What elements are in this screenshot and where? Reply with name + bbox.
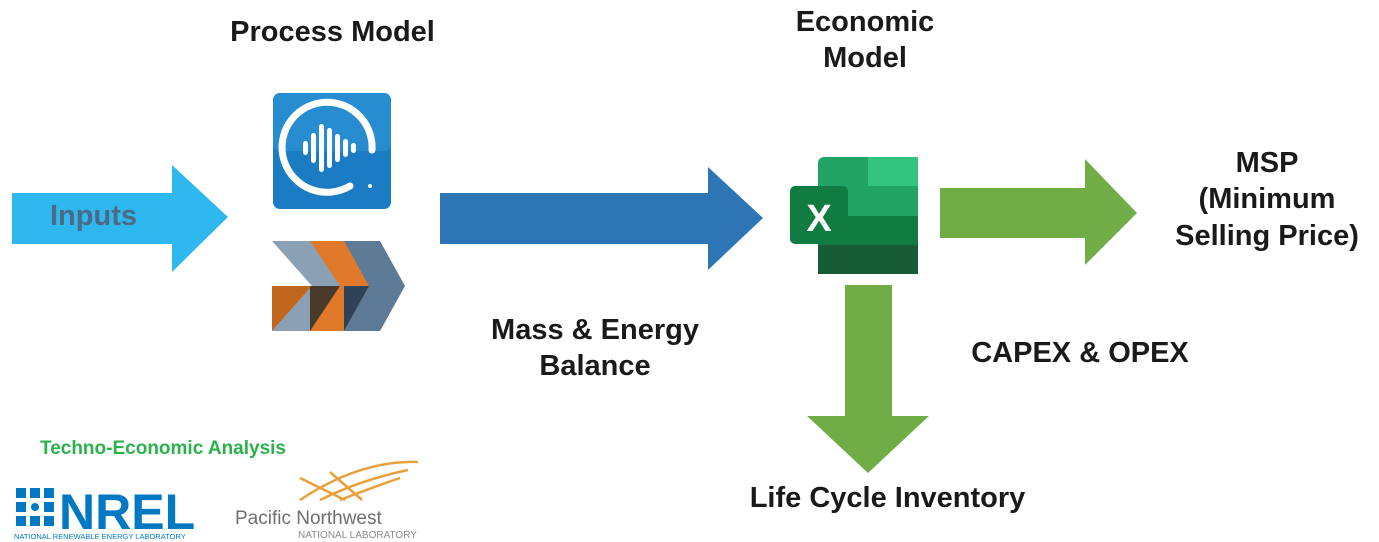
pnnl-subtitle: NATIONAL LABORATORY xyxy=(298,530,417,541)
msp-line1: MSP xyxy=(1235,147,1299,179)
msp-line2: (Minimum xyxy=(1198,183,1336,216)
msp-line3: Selling Price) xyxy=(1175,219,1359,252)
excel-icon xyxy=(790,157,918,274)
pnnl-name: Pacific Northwest xyxy=(235,508,382,529)
pnnl-logo xyxy=(299,460,419,502)
economic-model-title: Economic Model xyxy=(745,4,985,77)
mass-energy-balance-label: Mass & Energy Balance xyxy=(455,312,735,385)
nrel-logo xyxy=(16,488,54,526)
economic-model-line2: Model xyxy=(823,42,907,75)
life-cycle-arrow xyxy=(807,285,929,473)
mass-energy-arrow xyxy=(440,167,763,270)
tea-label: Techno-Economic Analysis xyxy=(40,438,286,459)
mass-energy-line2: Balance xyxy=(539,350,651,383)
inputs-arrow xyxy=(12,165,228,272)
life-cycle-inventory-label: Life Cycle Inventory xyxy=(749,482,1026,514)
process-model-title: Process Model xyxy=(230,16,435,48)
economic-model-line1: Economic xyxy=(795,6,935,38)
mass-energy-line1: Mass & Energy xyxy=(491,314,699,346)
nrel-word: NREL xyxy=(59,484,195,540)
inputs-label: Inputs xyxy=(50,200,137,232)
msp-arrow xyxy=(940,159,1137,265)
chevron-logo-icon xyxy=(272,241,405,331)
aspen-plus-icon xyxy=(273,93,391,209)
nrel-subtitle: NATIONAL RENEWABLE ENERGY LABORATORY xyxy=(14,532,186,541)
capex-opex-label: CAPEX & OPEX xyxy=(971,337,1189,369)
excel-letter: X xyxy=(806,198,832,240)
msp-label: MSP (Minimum Selling Price) xyxy=(1162,145,1372,254)
